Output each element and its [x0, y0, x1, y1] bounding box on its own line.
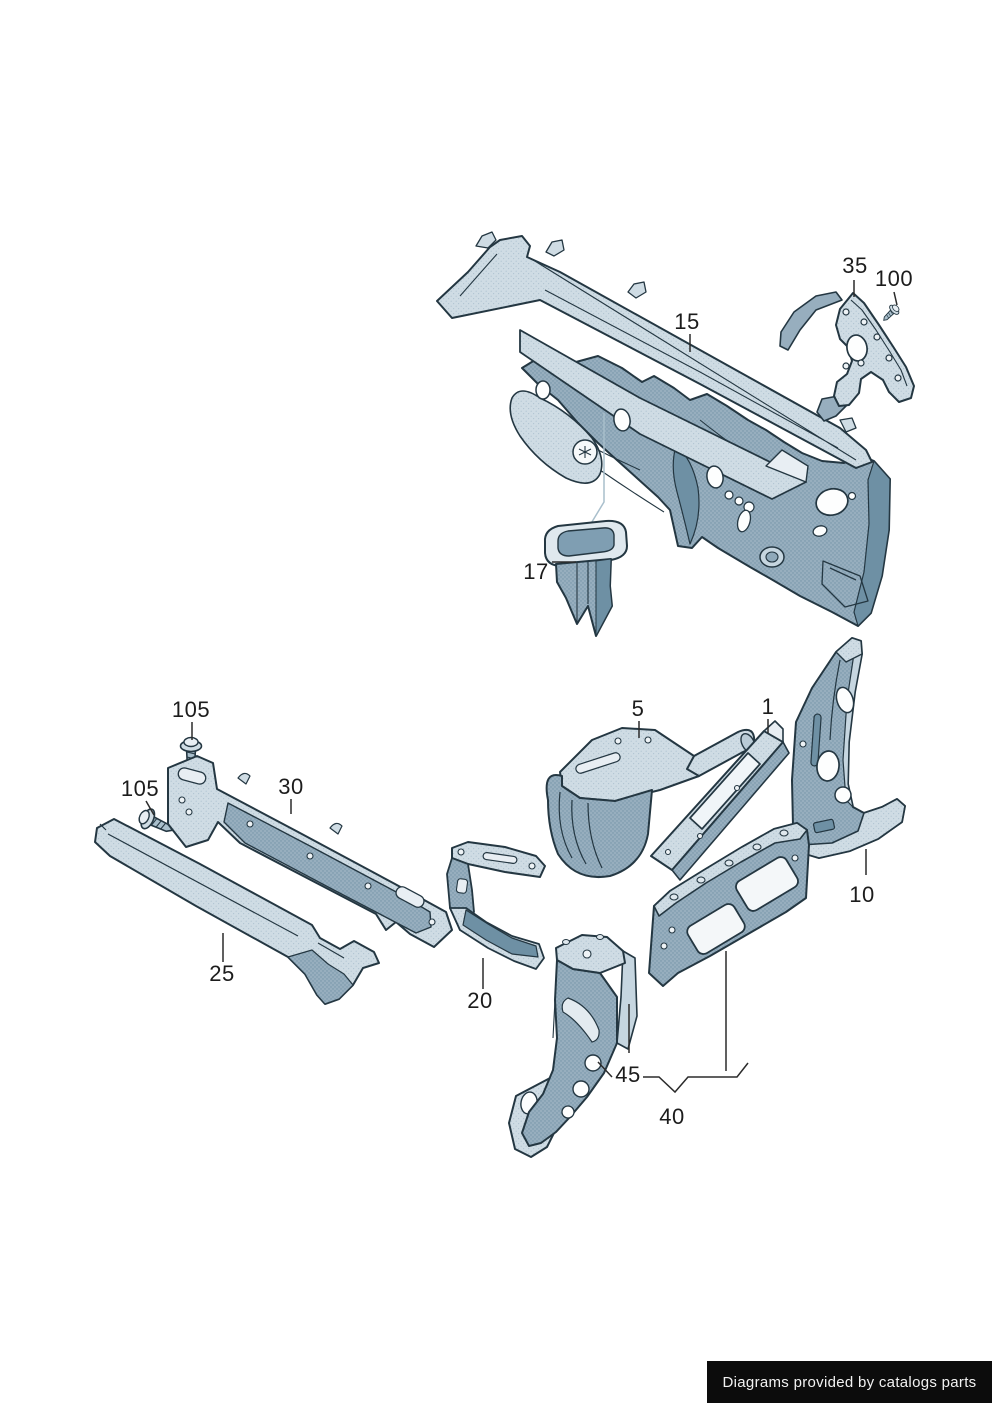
- callout-1[interactable]: 1: [761, 694, 775, 719]
- part-40-side-plate: [648, 822, 810, 987]
- part-20-bracket: [446, 841, 546, 970]
- leader-105-lower: [145, 800, 155, 816]
- leader-lines: [145, 280, 898, 1094]
- callout-35[interactable]: 35: [842, 253, 868, 278]
- part-15-cowl-bulkhead-assembly: [436, 231, 891, 627]
- callout-45[interactable]: 45: [615, 1062, 641, 1087]
- callout-20[interactable]: 20: [467, 988, 493, 1013]
- part-15-cowl-channel: [519, 329, 807, 500]
- part-25-support-bar: [94, 818, 380, 1005]
- callout-15[interactable]: 15: [674, 309, 700, 334]
- part-35-bracket-plate: [779, 291, 915, 422]
- brace-40-group: [597, 1061, 749, 1094]
- part-17-funnel: [543, 413, 628, 637]
- callout-25[interactable]: 25: [209, 961, 235, 986]
- footer-credit-text: Diagrams provided by catalogs parts: [722, 1373, 977, 1391]
- part-15-top-rail: [436, 235, 873, 469]
- part-1-closing-plate: [650, 720, 790, 881]
- callout-10[interactable]: 10: [849, 882, 875, 907]
- callout-100[interactable]: 100: [874, 266, 914, 291]
- callout-40[interactable]: 40: [659, 1104, 685, 1129]
- part-30-crossmember: [167, 755, 453, 948]
- part-5-wheel-housing: [545, 727, 756, 878]
- callout-105-lower[interactable]: 105: [120, 776, 160, 801]
- callout-105-upper[interactable]: 105: [171, 697, 211, 722]
- part-15-sail-flap: [672, 445, 700, 545]
- footer-credit-bar: Diagrams provided by catalogs parts: [707, 1361, 992, 1403]
- leader-100: [893, 291, 898, 306]
- callout-17[interactable]: 17: [523, 559, 549, 584]
- part-45-pillar-reinforcement: [508, 934, 638, 1158]
- screw-100: [879, 301, 903, 325]
- callout-5[interactable]: 5: [631, 696, 645, 721]
- part-10-a-pillar-panel: [791, 637, 906, 859]
- callout-30[interactable]: 30: [278, 774, 304, 799]
